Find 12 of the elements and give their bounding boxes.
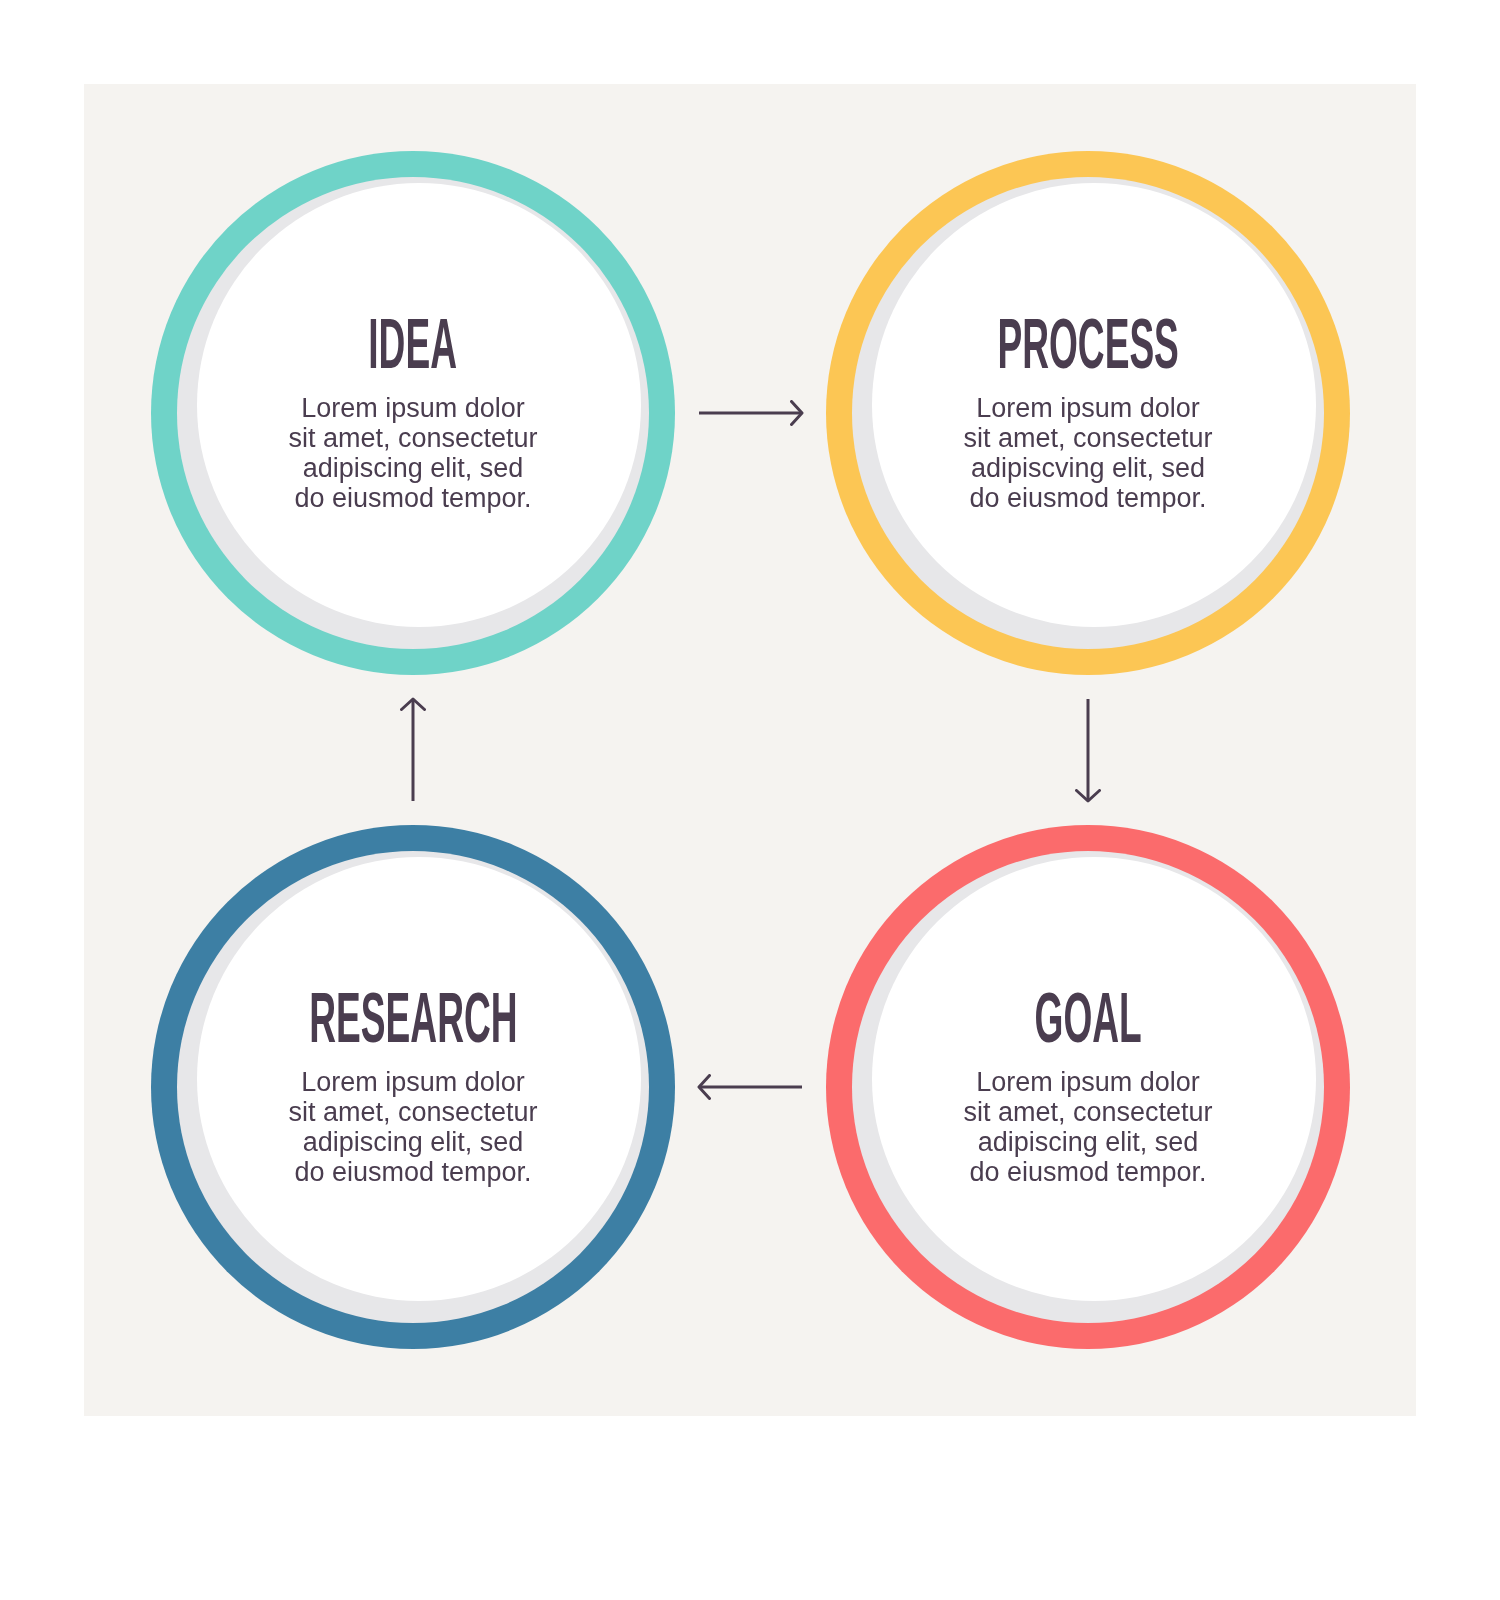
arrow — [400, 697, 426, 801]
step-description: Lorem ipsum dolor sit amet, consectetur adipiscing elit, sed do eiusmod tempor. — [287, 1067, 539, 1187]
step-title: IDEA — [368, 313, 458, 375]
step-description: Lorem ipsum dolor sit amet, consectetur adipiscing elit, sed do eiusmod tempor. — [287, 393, 539, 513]
step-title: RESEARCH — [308, 987, 518, 1049]
step-description: Lorem ipsum dolor sit amet, consectetur adipiscing elit, sed do eiusmod tempor. — [962, 1067, 1214, 1187]
step-title: GOAL — [1034, 987, 1142, 1049]
step-title: PROCESS — [997, 313, 1179, 375]
step-description: Lorem ipsum dolor sit amet, consectetur adipiscving elit, sed do eiusmod tempor. — [962, 393, 1214, 513]
arrow — [1075, 699, 1101, 803]
arrow — [697, 1074, 802, 1100]
arrow — [699, 400, 804, 426]
